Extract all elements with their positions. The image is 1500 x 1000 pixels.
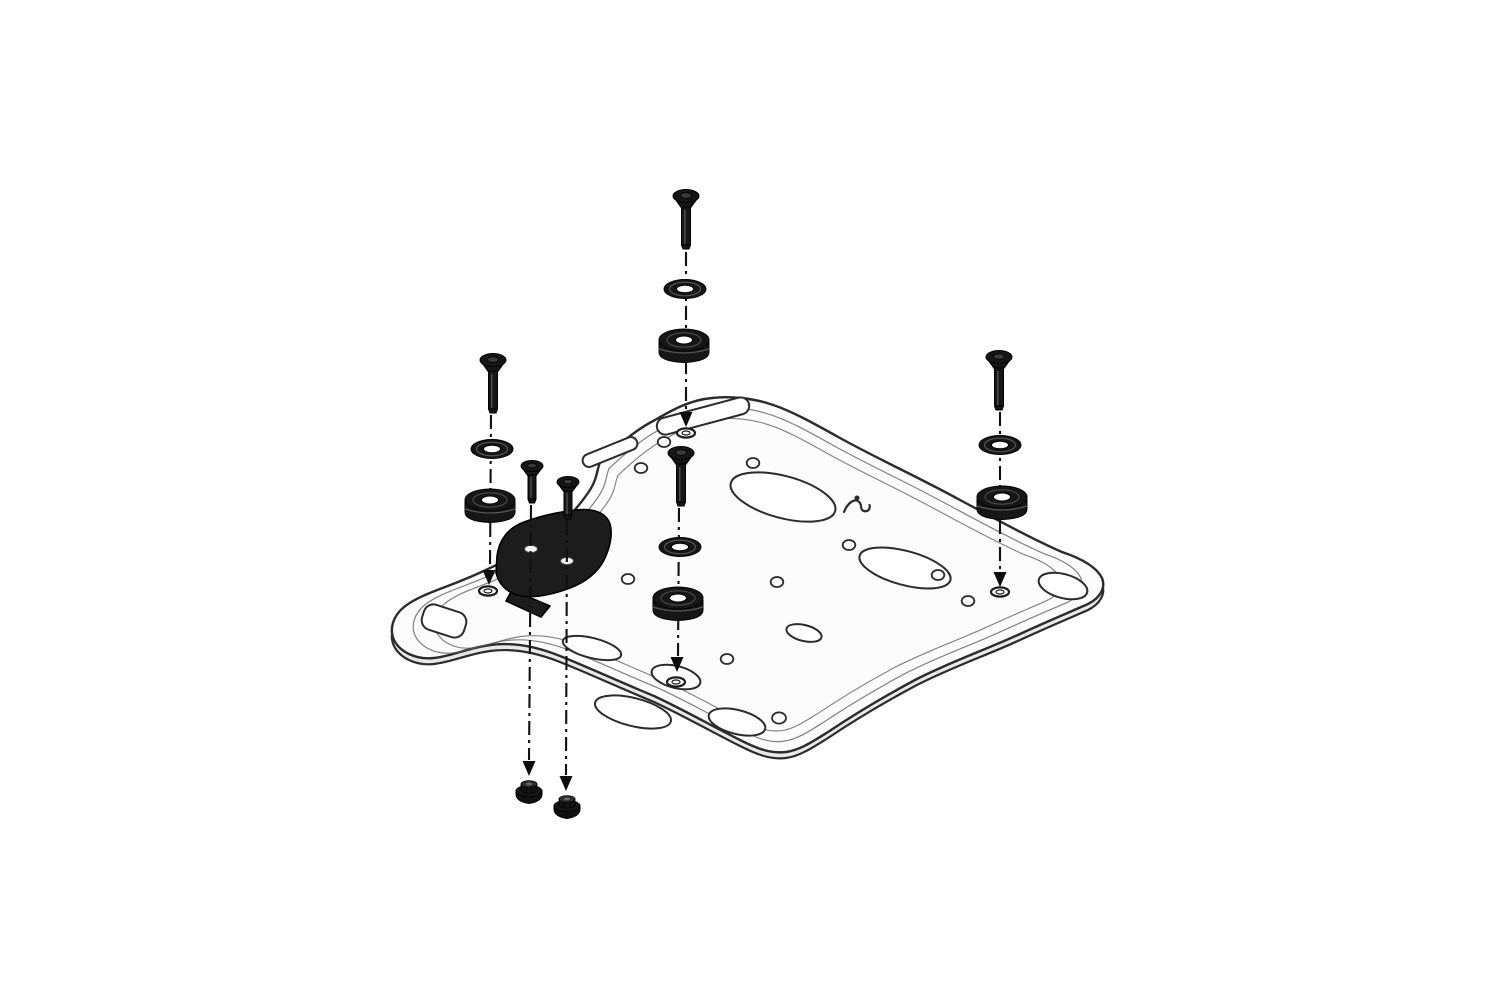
cutout-oval [729,471,837,523]
cutout-oval [707,707,767,737]
rubber-spacer [976,485,1028,521]
adapter-bracket [495,508,612,618]
mount-hole [665,676,687,688]
rack-plate-cutouts [420,396,1089,737]
fastener-column-right [976,349,1028,521]
cutout-oval [785,623,823,643]
assembly-centerline [527,504,533,761]
flange-nuts [515,780,581,819]
plate-hole [841,539,857,551]
plate-hole [620,573,636,585]
brand-logo-icon [842,495,871,514]
plate-hole [960,595,976,607]
rack-plate-holes [620,436,976,725]
countersunk-screw-short [520,459,544,504]
rubber-spacer [652,586,704,622]
cutout-oval [561,634,623,662]
plate-hole [719,653,735,665]
washer [658,536,702,558]
washer [470,438,514,460]
plate-hole [656,436,672,448]
assembly-lines [488,252,1002,776]
rubber-spacer [464,488,516,524]
flange-nut [553,795,581,819]
cutout-oval [594,694,672,730]
washer [978,434,1022,456]
rubber-spacer [658,328,710,364]
mount-hole [989,586,1011,598]
arrow-down-icon [522,761,536,776]
mount-hole [477,585,499,597]
assembly-centerline [488,414,493,569]
plate-hole [633,462,649,474]
assembly-centerline [676,507,681,657]
cutout-oval [858,546,952,590]
rack-plate [390,396,1105,760]
cutout-slot [581,436,639,468]
countersunk-screw [985,349,1013,411]
arrow-down-icon [559,776,573,791]
cutout-slot [420,603,468,639]
fastener-column-left [464,352,516,524]
fastener-column-top [658,188,710,364]
rack-plate-contours [412,407,1083,743]
cutout-oval [1037,571,1089,601]
washer [663,278,707,300]
bracket-screws [520,459,580,520]
plate-hole [769,576,785,588]
flange-nut [515,780,543,804]
assembly-centerline [564,520,569,776]
countersunk-screw [672,188,700,250]
mount-hole [675,427,697,439]
plate-hole [930,569,946,581]
cutout-slot [655,396,751,436]
plate-hole [771,711,787,725]
plate-hole [745,457,761,469]
countersunk-screw [479,352,507,414]
